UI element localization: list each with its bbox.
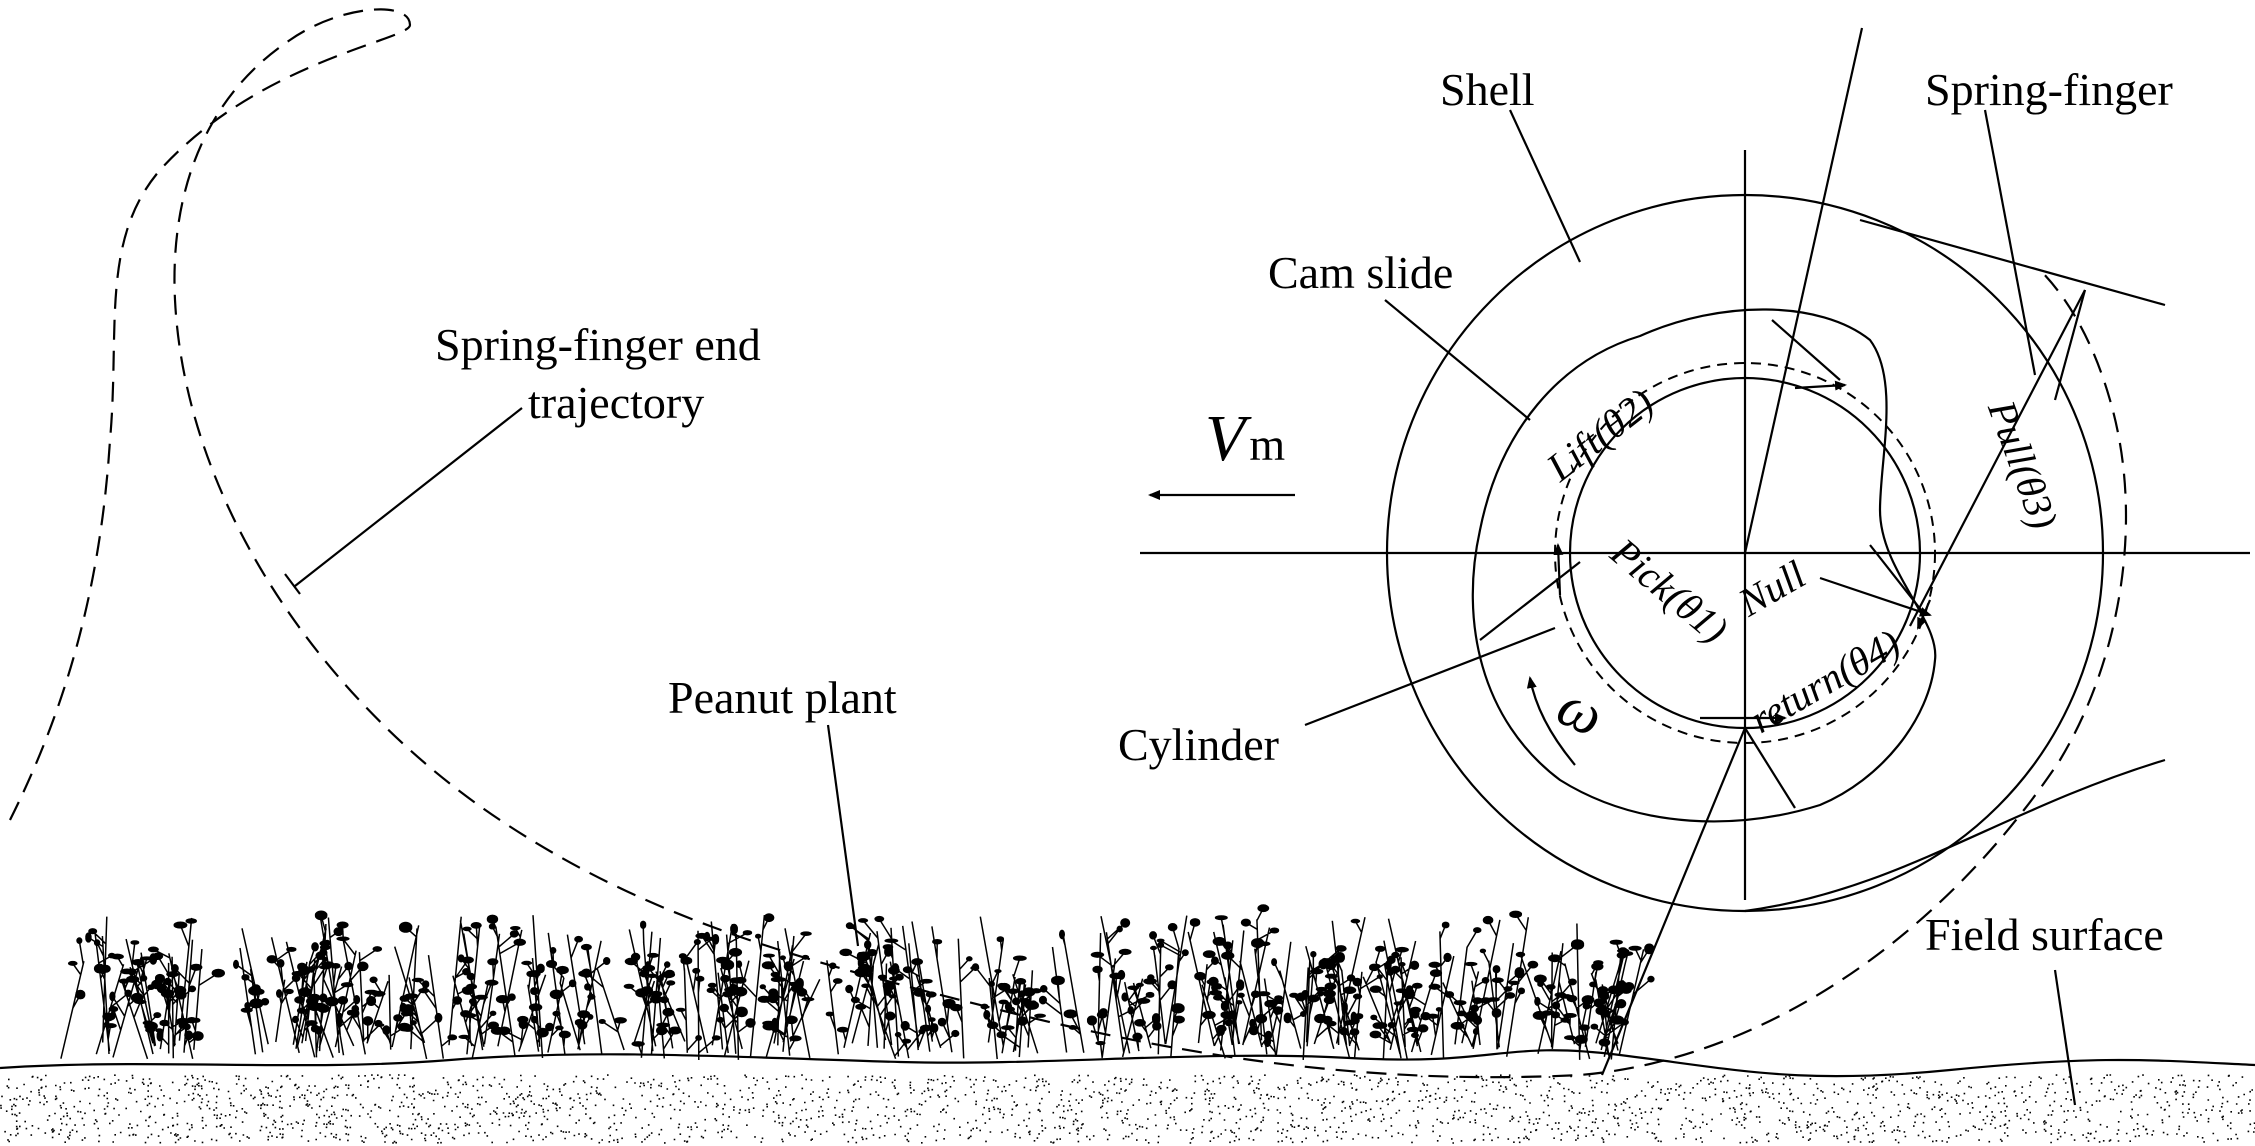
field-soil	[0, 1074, 2255, 1144]
label-trajectory-line1: Spring-finger end	[435, 319, 761, 370]
leader-cam-slide	[1384, 299, 1531, 421]
cam-roller-link-4	[1869, 544, 1926, 616]
spring-finger-right-tip	[2053, 289, 2087, 401]
label-return: return(θ4)	[1742, 620, 1907, 741]
plant-stems	[60, 907, 1652, 1061]
omega-rotation-arrow	[1526, 676, 1576, 766]
label-pull: Pull(θ3)	[1979, 394, 2067, 535]
cam-roller-link-3	[1744, 727, 1796, 809]
label-peanut-plant: Peanut plant	[668, 672, 897, 723]
leader-peanut-plant	[826, 724, 860, 947]
label-spring-finger: Spring-finger	[1925, 64, 2173, 115]
cam-slide-curve	[1471, 308, 1937, 823]
label-field-surface: Field surface	[1925, 909, 2164, 960]
label-cam-slide: Cam slide	[1268, 247, 1453, 298]
spring-finger-right	[1909, 289, 2086, 627]
arrow-pick	[1553, 543, 1564, 596]
label-cylinder: Cylinder	[1118, 719, 1279, 770]
label-velocity: Vm	[1205, 402, 1285, 475]
spring-finger-top	[1743, 27, 1864, 554]
velocity-symbol: V	[1205, 402, 1252, 475]
leader-field-surface	[2053, 969, 2077, 1106]
shell-frame-top	[1859, 218, 2166, 307]
trajectory-curve	[9, 8, 2128, 1079]
leader-trajectory-tick	[284, 573, 301, 595]
label-null: Null	[1730, 552, 1813, 626]
arrow-null-return	[1819, 576, 1932, 617]
shell-frame-bottom	[1744, 758, 2166, 913]
label-shell: Shell	[1440, 64, 1535, 115]
leader-cylinder	[1304, 626, 1556, 727]
label-omega: ω	[1548, 672, 1614, 750]
arrow-pull	[1916, 599, 1932, 630]
label-lift: Lift(θ2)	[1537, 379, 1662, 490]
velocity-subscript: m	[1249, 419, 1285, 470]
label-trajectory-line2: trajectory	[528, 377, 704, 428]
leader-trajectory	[294, 407, 523, 587]
pickup-mechanism	[1140, 27, 2250, 1076]
field-surface-line	[0, 1049, 2255, 1078]
arrow-lift	[1794, 380, 1847, 391]
leader-shell	[1509, 109, 1581, 263]
peanut-plant-row	[60, 904, 1655, 1061]
spring-finger-bottom	[1600, 727, 1747, 1076]
cam-roller-link-1	[1771, 319, 1841, 381]
soil-stipple	[0, 1074, 2255, 1144]
plant-leaves	[67, 904, 1655, 1048]
label-pick: Pick(θ1)	[1602, 529, 1737, 652]
leader-spring-finger	[1983, 109, 2037, 376]
cam-roller-link-2	[1479, 561, 1581, 641]
